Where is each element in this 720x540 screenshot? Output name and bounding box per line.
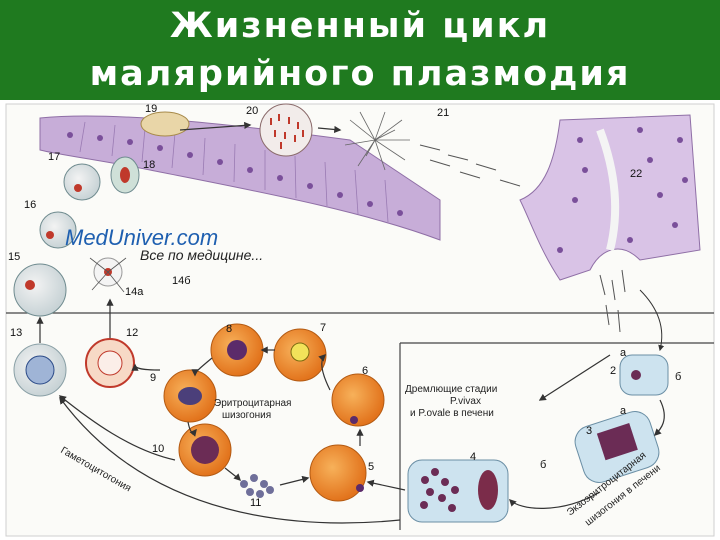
watermark-site: MedUniver.com <box>65 225 218 250</box>
label-18: 18 <box>143 159 155 171</box>
stage-16 <box>39 211 77 249</box>
gamete-stages <box>13 156 140 317</box>
caption-dormant-1: Дремлющие стадии <box>405 384 497 395</box>
liver-stages <box>407 354 669 523</box>
label-2: 2 <box>610 365 616 377</box>
label-3: 3 <box>586 425 592 437</box>
midgut-epithelium <box>39 115 441 241</box>
label-6: 6 <box>362 365 368 377</box>
caption-erythrocytic-2: шизогония <box>222 410 271 421</box>
label-5: 5 <box>368 461 374 473</box>
arrow-to-liver <box>639 289 665 352</box>
label-8: 8 <box>226 323 232 335</box>
label-17: 17 <box>48 151 60 163</box>
label-16: 16 <box>24 199 36 211</box>
ruptured-oocyst-21 <box>344 111 410 171</box>
label-11: 11 <box>250 497 261 509</box>
label-b-2: б <box>540 459 546 471</box>
caption-erythrocytic-1: Эритроцитарная <box>214 398 291 409</box>
label-14b: 14б <box>172 275 191 287</box>
malaria-life-cycle-diagram: MedUniver.com Все по медицине... <box>5 103 715 537</box>
caption-dormant-3: и P.ovale в печени <box>410 408 494 419</box>
caption-dormant-2: P.vivax <box>450 396 481 407</box>
label-13: 13 <box>10 327 22 339</box>
stage-2 <box>619 354 669 396</box>
cycle-arrows <box>36 121 665 524</box>
stage-6 <box>331 373 385 427</box>
label-20: 20 <box>246 105 258 117</box>
merozoites-11 <box>240 474 274 498</box>
oocyst-20-sporozoites <box>270 114 304 149</box>
label-14a: 14а <box>125 286 144 298</box>
label-b-1: б <box>675 371 681 383</box>
label-a-2: а <box>620 405 627 417</box>
label-a-1: а <box>620 347 627 359</box>
sporozoites-to-liver <box>599 269 626 333</box>
label-19: 19 <box>145 103 157 115</box>
stage-15 <box>13 263 67 317</box>
label-4: 4 <box>470 451 476 463</box>
title-line-1: Жизненный цикл <box>169 6 551 46</box>
label-7: 7 <box>320 322 326 334</box>
title-bar: Жизненный цикл малярийного плазмодия <box>0 0 720 100</box>
label-9: 9 <box>150 372 156 384</box>
sporozoite-stream <box>419 144 521 187</box>
label-22: 22 <box>630 168 642 180</box>
label-10: 10 <box>152 443 164 455</box>
salivary-gland-22 <box>519 114 701 281</box>
oocyst-20 <box>259 103 313 157</box>
oocyst-19 <box>140 111 190 137</box>
label-15: 15 <box>8 251 20 263</box>
title-line-2: малярийного плазмодия <box>89 54 631 94</box>
slide-title: Жизненный цикл малярийного плазмодия <box>0 2 720 98</box>
label-12: 12 <box>126 327 138 339</box>
stage-17 <box>63 163 101 201</box>
stage-5 <box>309 444 367 502</box>
label-21: 21 <box>437 107 449 119</box>
watermark-slogan: Все по медицине... <box>140 247 263 263</box>
